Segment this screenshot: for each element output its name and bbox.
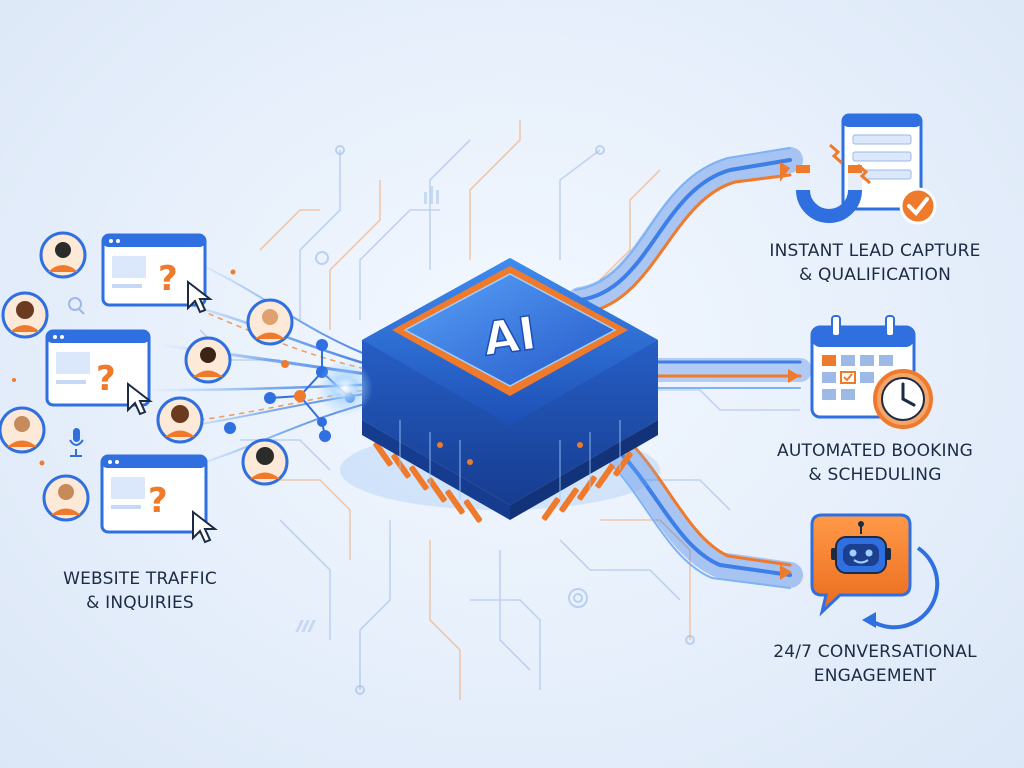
sparkle-dots xyxy=(12,269,236,466)
visitor-avatar xyxy=(39,231,87,279)
question-mark-icon: ? xyxy=(158,259,178,299)
calendar-clock-icon xyxy=(810,315,933,429)
visitor-avatar xyxy=(1,291,49,339)
output-label-line2: & QUALIFICATION xyxy=(798,265,952,285)
output-label-engagement: 24/7 CONVERSATIONAL ENGAGEMENT xyxy=(740,640,1010,688)
input-label-line1: WEBSITE TRAFFIC xyxy=(63,569,217,589)
lead-capture-icon xyxy=(796,113,937,225)
website-window: ? xyxy=(101,233,207,307)
question-mark-icon: ? xyxy=(96,359,116,399)
chatbot-icon xyxy=(810,513,940,630)
visitor-avatar xyxy=(42,474,90,522)
website-window: ? xyxy=(45,329,151,407)
input-label-line2: & INQUIRIES xyxy=(86,593,194,613)
visitor-avatar xyxy=(0,406,46,454)
checkmark-icon xyxy=(899,187,937,225)
output-label-booking: AUTOMATED BOOKING & SCHEDULING xyxy=(750,439,1000,487)
ai-chip xyxy=(340,258,660,523)
magnet-icon xyxy=(796,165,862,223)
question-mark-icon: ? xyxy=(148,481,168,521)
output-label-line2: & SCHEDULING xyxy=(808,465,942,485)
output-label-line2: ENGAGEMENT xyxy=(813,666,937,686)
chip-label: AI xyxy=(480,306,540,367)
microphone-icon xyxy=(69,428,84,457)
clock-icon xyxy=(873,369,933,429)
chip-pins xyxy=(373,441,633,523)
visitor-avatar xyxy=(241,438,289,486)
output-label-line1: AUTOMATED BOOKING xyxy=(776,441,973,461)
search-icon xyxy=(68,297,85,315)
refresh-arrow-icon xyxy=(868,546,940,630)
visitor-avatar xyxy=(246,298,294,346)
circuit-traces xyxy=(199,120,800,700)
output-label-lead-capture: INSTANT LEAD CAPTURE & QUALIFICATION xyxy=(740,239,1010,287)
visitor-avatar xyxy=(156,396,204,444)
input-label: WEBSITE TRAFFIC & INQUIRIES xyxy=(40,567,240,615)
cursor-icon xyxy=(127,279,218,544)
energy-glow xyxy=(317,360,373,416)
visitor-avatar xyxy=(184,336,232,384)
robot-face-icon xyxy=(831,521,891,574)
website-window: ? xyxy=(100,454,208,534)
output-label-line1: INSTANT LEAD CAPTURE xyxy=(769,241,981,261)
output-label-line1: 24/7 CONVERSATIONAL xyxy=(773,642,977,662)
circuit-nodes xyxy=(315,145,695,695)
bar-glyph xyxy=(295,186,439,632)
ribbon-arrowheads xyxy=(780,162,800,580)
